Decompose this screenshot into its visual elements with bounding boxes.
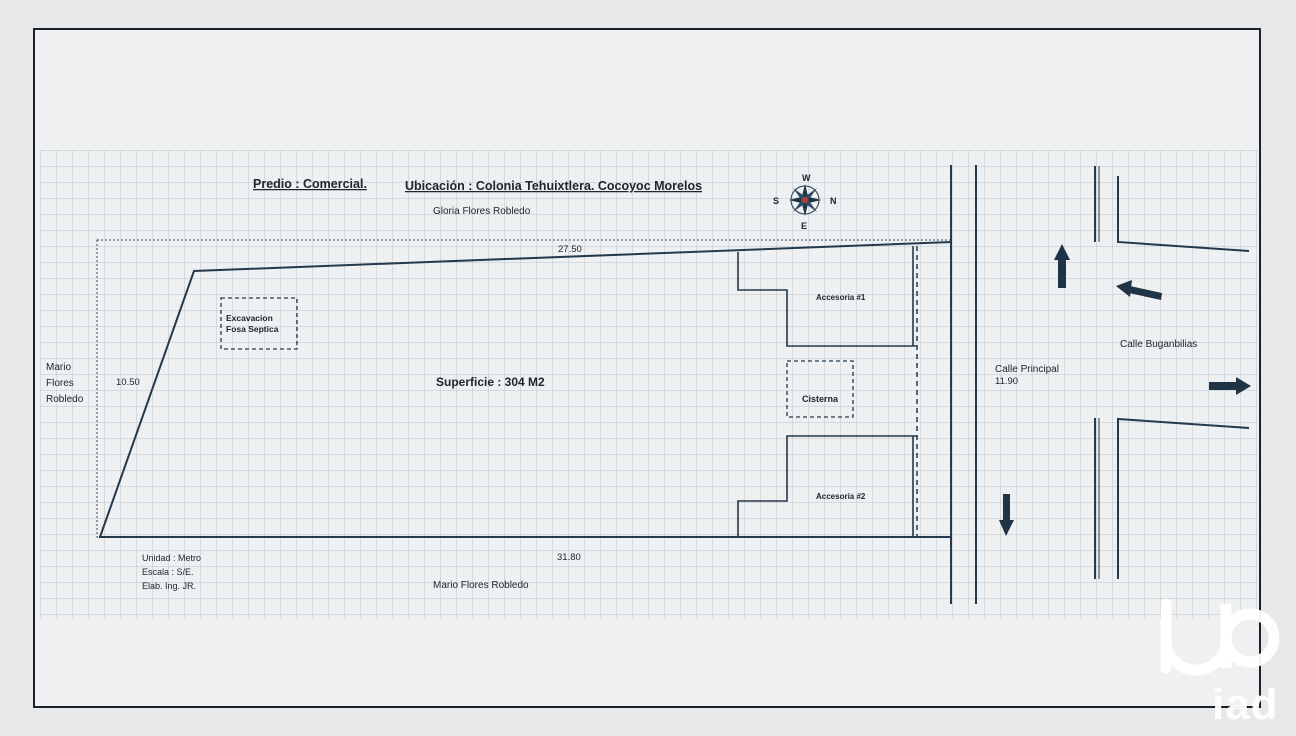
dimension-bottom: 31.80 — [557, 552, 581, 563]
dimension-left: 10.50 — [116, 377, 140, 388]
accesoria-1-outline — [737, 252, 917, 347]
ubicacion-label: Ubicación : Colonia Tehuixtlera. Cocoyoc… — [405, 179, 702, 193]
arrow-up-icon — [1054, 244, 1070, 288]
neighbor-top: Gloria Flores Robledo — [433, 206, 531, 217]
accesoria-2-outline — [737, 435, 917, 537]
grid-background — [40, 150, 1258, 618]
accesoria-1-label: Accesoria #1 — [816, 293, 866, 302]
compass-east: E — [801, 221, 807, 231]
note-unidad: Unidad : Metro — [142, 553, 201, 563]
calle-principal-label: Calle Principal — [995, 364, 1059, 375]
excavacion-label-1: Excavacion — [226, 313, 273, 323]
compass-west: W — [802, 173, 811, 183]
note-escala: Escala : S/E. — [142, 567, 194, 577]
cisterna-box — [786, 360, 854, 418]
compass-north: N — [830, 196, 837, 206]
excavacion-box — [220, 297, 298, 350]
calle-buganbilias-label: Calle Buganbilias — [1120, 339, 1197, 350]
neighbor-left-3: Robledo — [46, 394, 84, 405]
arrow-down-icon — [999, 494, 1014, 536]
compass-rose-icon: W S N E — [773, 173, 837, 231]
cisterna-label: Cisterna — [802, 394, 839, 404]
dimension-top: 27.50 — [558, 244, 582, 255]
accesoria-2-label: Accesoria #2 — [816, 492, 866, 501]
watermark-text: iad — [1212, 680, 1279, 729]
iad-logo-icon — [1160, 598, 1280, 676]
excavacion-label-2: Fosa Septica — [226, 324, 279, 334]
predio-label: Predio : Comercial. — [253, 177, 367, 191]
note-elab: Elab. Ing. JR. — [142, 581, 196, 591]
neighbor-left-1: Mario — [46, 362, 71, 373]
arrow-right-icon — [1209, 377, 1251, 395]
compass-south: S — [773, 196, 779, 206]
street-corner-top-right — [1117, 176, 1250, 252]
street-corner-bottom-right — [1117, 417, 1250, 579]
neighbor-bottom: Mario Flores Robledo — [433, 580, 529, 591]
superficie-label: Superficie : 304 M2 — [436, 375, 545, 389]
neighbor-left-2: Flores — [46, 378, 74, 389]
dimension-right: 11.90 — [995, 376, 1018, 387]
arrow-left-icon — [1116, 280, 1162, 300]
